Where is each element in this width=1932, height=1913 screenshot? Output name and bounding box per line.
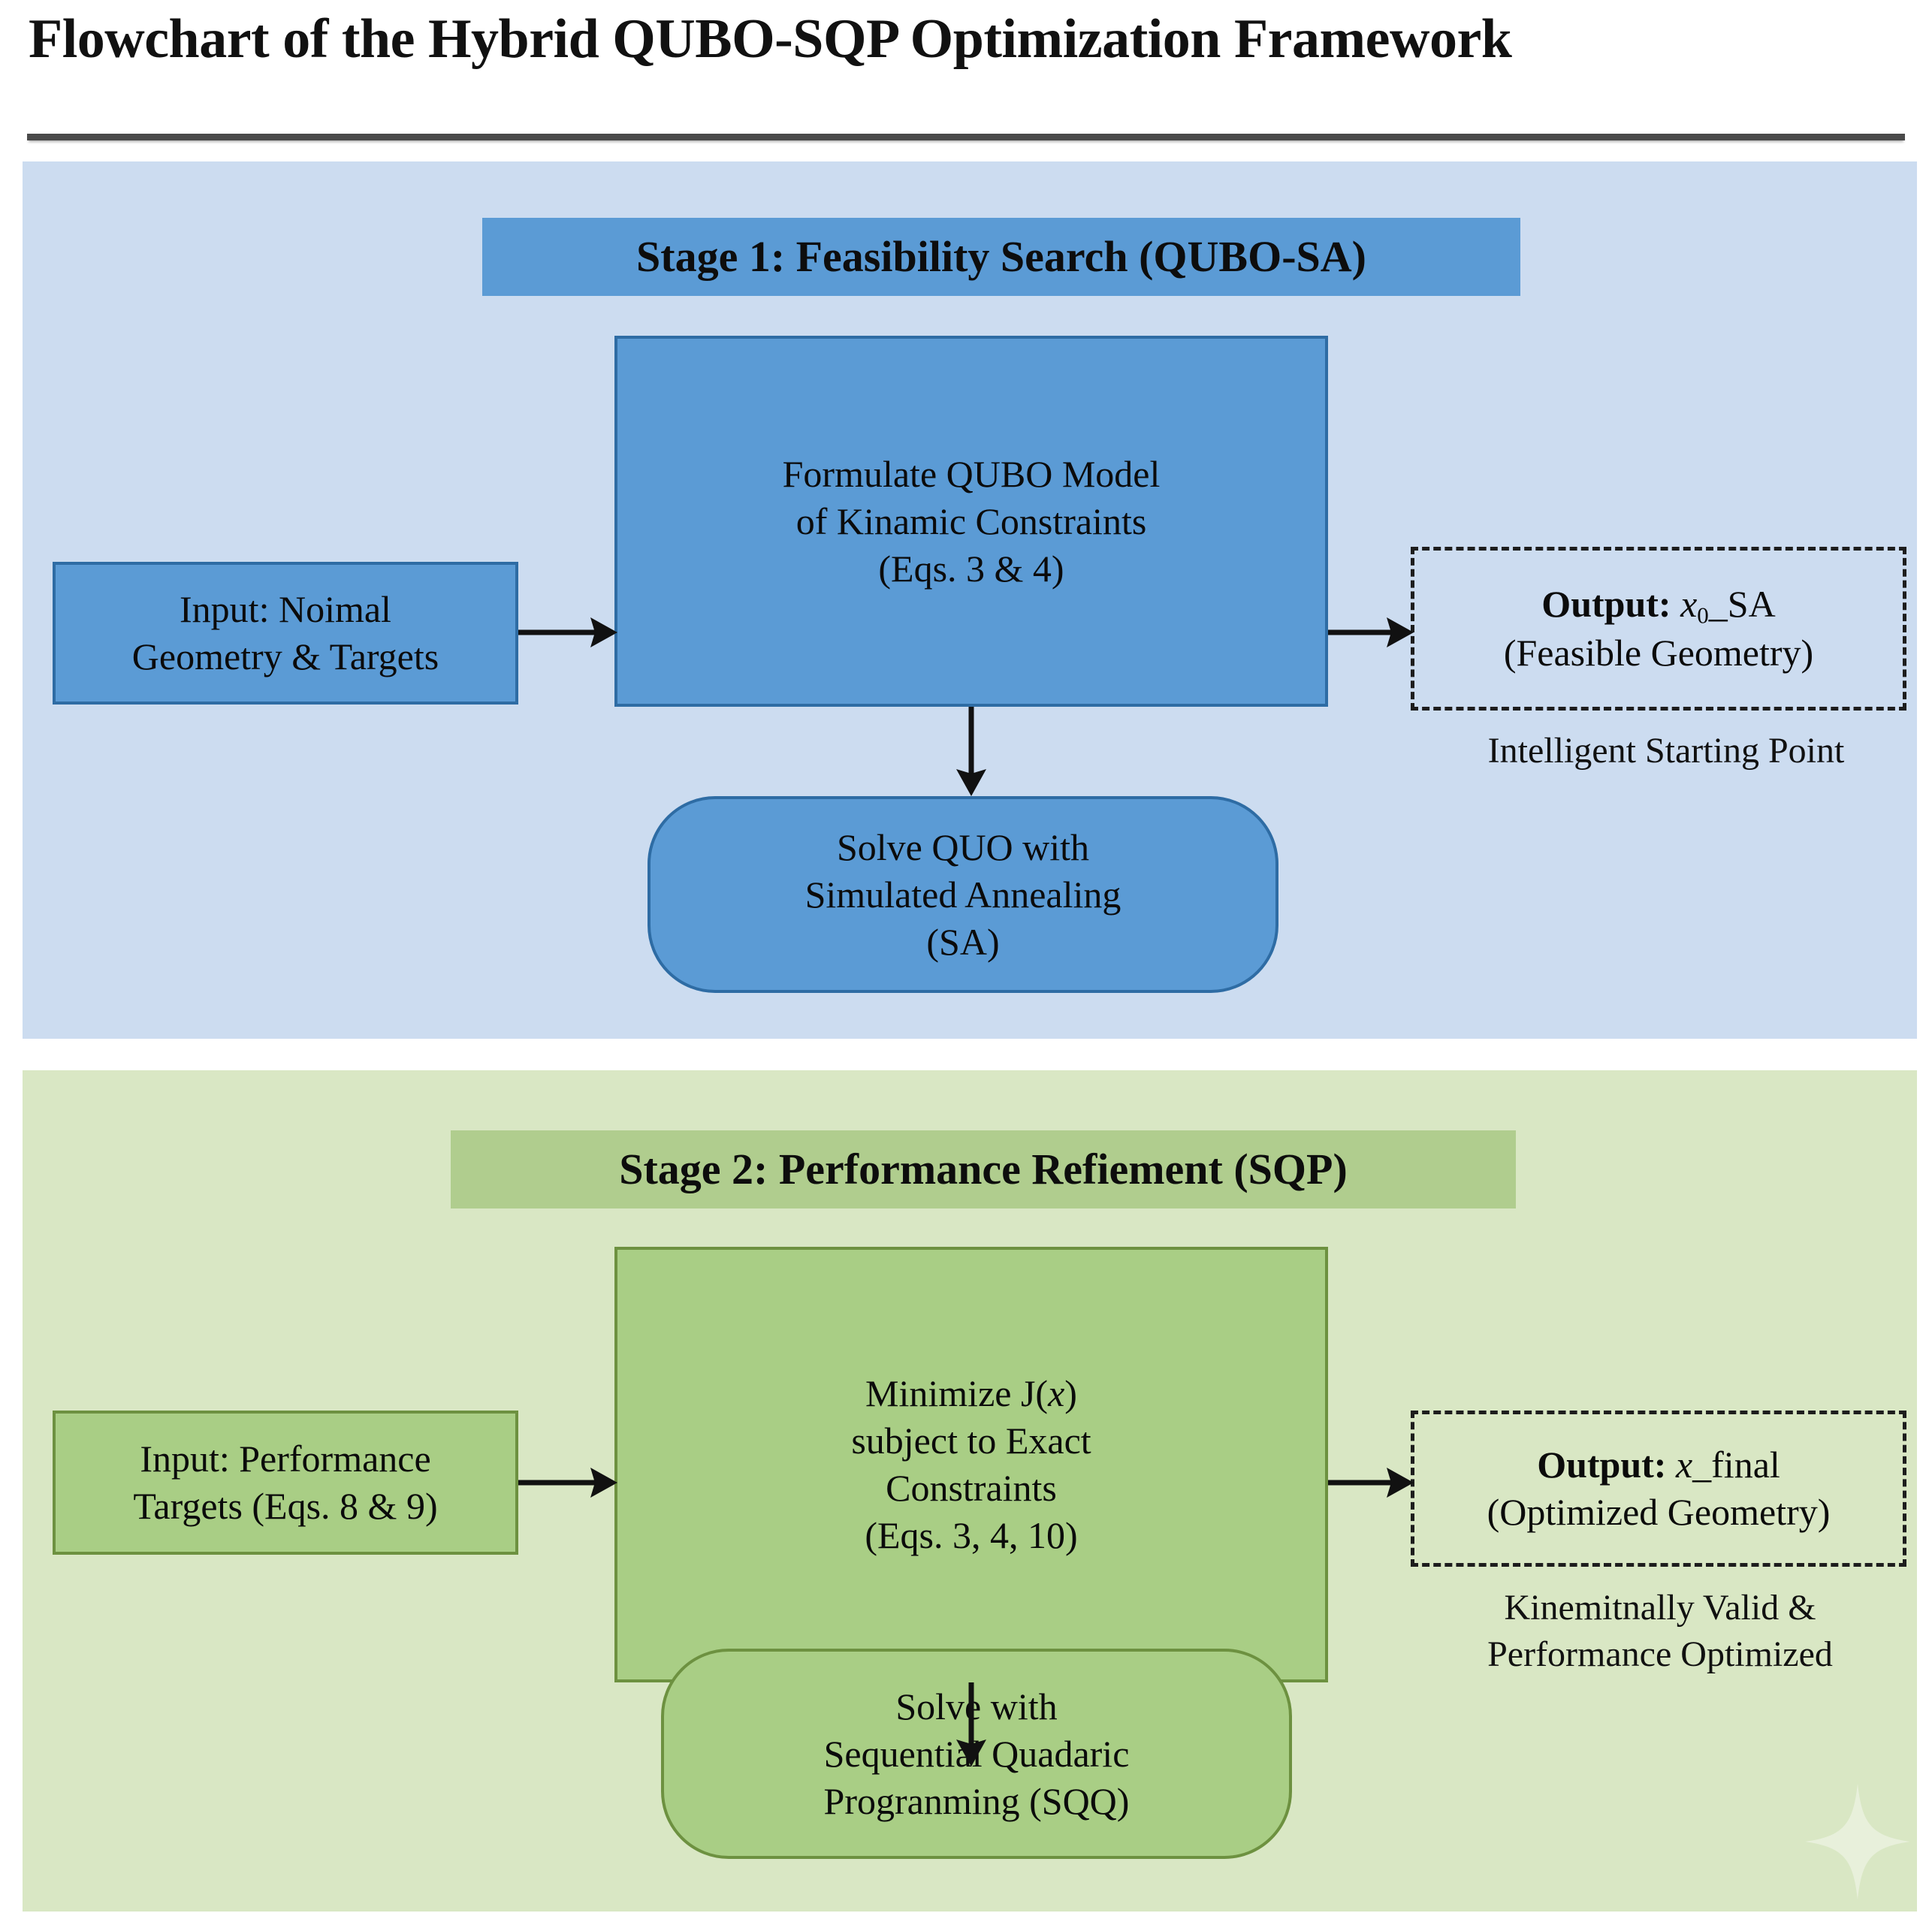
stage-1-output-caption: Intelligent Starting Point (1487, 731, 1845, 771)
stage-1-solver-line-1: Solve QUO with (836, 825, 1090, 868)
arrow-stage2-input-to-process (518, 1460, 623, 1505)
stage-2-output-variable-suffix: _final (1692, 1444, 1780, 1486)
page-title: Flowchart of the Hybrid QUBO-SQP Optimiz… (29, 8, 1512, 70)
stage-1-output-line-1: Output: x0_SA (1425, 581, 1892, 630)
stage-2-solver-line-3: Progranming (SQQ) (823, 1779, 1130, 1822)
stage-2-output-line-2: (Optimized Geometry) (1487, 1491, 1831, 1533)
stage-1-solver-line-3: (SA) (926, 920, 1000, 963)
stage-2-process-line-1: Minimize J(x) (628, 1370, 1315, 1417)
stage-1-output-node[interactable]: Output: x0_SA (Feasible Geometry) (1411, 547, 1906, 711)
arrow-stage2-process-to-output (1328, 1460, 1433, 1505)
stage-2-output-label: Output: (1537, 1444, 1667, 1486)
stage-1-process-node[interactable]: Formulate QUBO Model of Kinamic Constrai… (614, 336, 1328, 707)
stage-1-process-line-1: Formulate QUBO Model (782, 452, 1161, 495)
stage-2-caption-line-2: Performance Optimized (1487, 1634, 1833, 1675)
stage-2-process-line-4: (Eqs. 3, 4, 10) (865, 1514, 1078, 1556)
arrow-stage2-process-to-solver (949, 1682, 994, 1776)
stage-2-input-node[interactable]: Input: Performance Targets (Eqs. 8 & 9) (53, 1411, 518, 1555)
sparkle-icon (1801, 1782, 1914, 1902)
stage-1-input-node[interactable]: Input: Noimal Geometry & Targets (53, 562, 518, 705)
stage-1-banner: Stage 1: Feasibility Search (QUBO-SA) (482, 218, 1520, 296)
stage-1-solver-node[interactable]: Solve QUO with Simulated Annealing (SA) (648, 796, 1278, 993)
stage-2-banner: Stage 2: Performance Refiement (SQP) (451, 1130, 1516, 1208)
stage-2-process-line-1-variable: x (1048, 1372, 1065, 1414)
stage-2-input-line-2: Targets (Eqs. 8 & 9) (133, 1485, 438, 1527)
stage-1-process-line-2: of Kinamic Constraints (795, 499, 1147, 542)
stage-1-output-label: Output: (1541, 582, 1671, 625)
stage-2-process-line-3: Constraints (886, 1467, 1057, 1509)
stage-1-output-variable-suffix: _SA (1708, 582, 1776, 625)
stage-1-input-line-2: Geometry & Targets (131, 635, 439, 677)
stage-2-output-caption: Kinemitnally Valid & Performance Optimiz… (1397, 1585, 1923, 1679)
stage-2-solver-line-1: Solve with (895, 1685, 1058, 1727)
stage-1-input-line-1: Input: Noimal (180, 588, 391, 630)
stage-1-output-variable: x (1680, 582, 1698, 625)
stage-2-input-line-1: Input: Performance (140, 1438, 431, 1480)
stage-2-output-variable: x (1675, 1444, 1693, 1486)
stage-2-output-line-1: Output: x_final (1425, 1441, 1892, 1489)
stage-2-process-node[interactable]: Minimize J(x) subject to Exact Constrain… (614, 1247, 1328, 1682)
stage-2-process-line-2: subject to Exact (851, 1420, 1091, 1462)
arrow-stage1-input-to-process (518, 610, 623, 655)
stage-2-process-line-1-prefix: Minimize J( (865, 1372, 1049, 1414)
arrow-stage1-process-to-solver (949, 707, 994, 801)
arrow-stage1-process-to-output (1328, 610, 1433, 655)
stage-2-caption-line-1: Kinemitnally Valid & (1504, 1588, 1816, 1628)
stage-2-process-line-1-suffix: ) (1064, 1372, 1077, 1414)
stage-1-process-line-3: (Eqs. 3 & 4) (878, 547, 1064, 590)
stage-1-output-line-2: (Feasible Geometry) (1503, 632, 1814, 674)
stage-2-output-node[interactable]: Output: x_final (Optimized Geometry) (1411, 1411, 1906, 1567)
stage-1-solver-line-2: Simulated Annealing (804, 873, 1121, 916)
title-divider (27, 134, 1905, 140)
stage-1-output-subscript: 0 (1697, 602, 1709, 629)
